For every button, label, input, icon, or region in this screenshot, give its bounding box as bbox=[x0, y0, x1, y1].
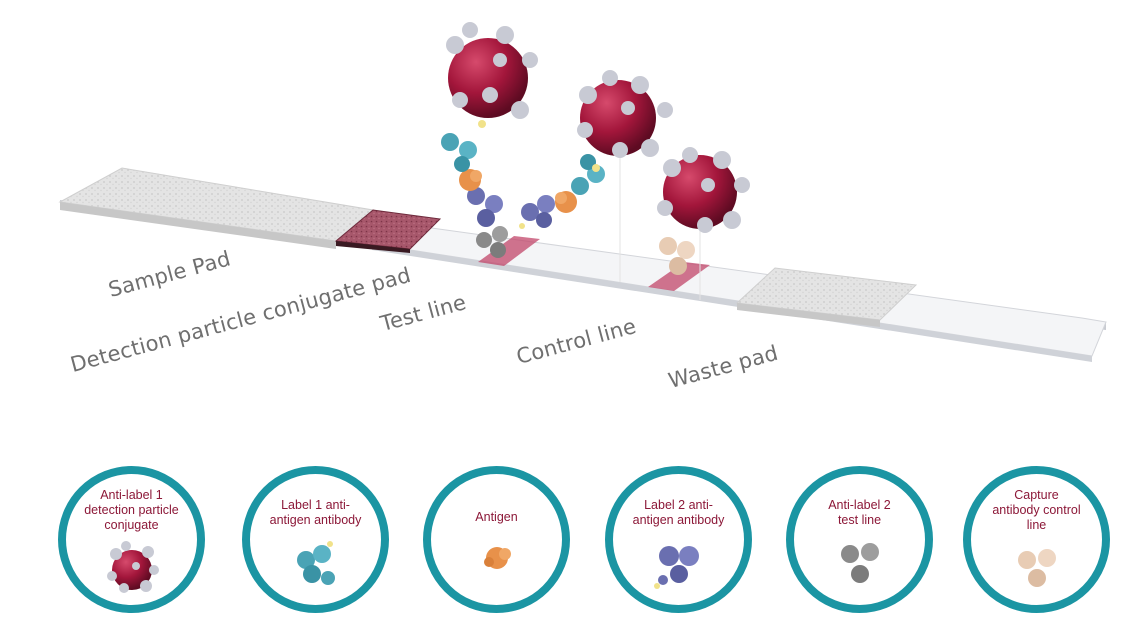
label1-antibody-icon bbox=[571, 154, 605, 195]
conjugate-pad bbox=[334, 209, 442, 253]
particle-antibodies-icon bbox=[657, 147, 750, 233]
legend-text-line: conjugate bbox=[104, 518, 159, 532]
legend-text-line: detection particle bbox=[84, 503, 179, 517]
particle-antibodies-icon bbox=[446, 22, 538, 119]
legend-label2-antibody: Label 2 anti- antigen antibody bbox=[605, 466, 752, 613]
detection-particle-icon bbox=[107, 541, 159, 593]
legend-label1-antibody: Label 1 anti- antigen antibody bbox=[242, 466, 389, 613]
test-line-band bbox=[478, 236, 540, 266]
label1-antibody-icon bbox=[441, 133, 477, 172]
complex-test-line-1 bbox=[441, 22, 538, 258]
legend-capture-antibody: Capture antibody control line bbox=[963, 466, 1110, 613]
legend-antilabel2-test-line: Anti-label 2 test line bbox=[786, 466, 933, 613]
legend-text-line: Anti-label 1 bbox=[100, 488, 163, 502]
capture-antibody-icon bbox=[659, 237, 695, 275]
legend-text-line: Capture bbox=[1014, 488, 1059, 502]
detection-particle-icon bbox=[663, 155, 737, 229]
antigen-icon bbox=[555, 191, 577, 213]
complex-control-line bbox=[657, 147, 750, 275]
legend-text-line: Antigen bbox=[475, 510, 518, 524]
legend-text-line: antigen antibody bbox=[269, 513, 362, 527]
legend-antigen: Antigen bbox=[423, 466, 570, 613]
legend-text-line: Anti-label 2 bbox=[828, 498, 891, 512]
antigen-icon bbox=[484, 547, 511, 569]
antilabel2-antibody-icon bbox=[841, 543, 879, 583]
particle-antibodies-icon bbox=[577, 70, 673, 158]
detection-particle-icon bbox=[580, 80, 656, 156]
legend-text-line: Label 2 anti- bbox=[644, 498, 713, 512]
complex-test-line-2 bbox=[519, 70, 673, 229]
legend-text-line: antibody control bbox=[992, 503, 1081, 517]
control-line-band bbox=[648, 262, 710, 291]
legend-text-line: antigen antibody bbox=[632, 513, 725, 527]
antigen-icon bbox=[459, 169, 482, 191]
legend-text-line: test line bbox=[837, 513, 882, 527]
sample-pad bbox=[58, 167, 375, 249]
legend-text-line: line bbox=[1026, 518, 1047, 532]
waste-pad bbox=[735, 267, 918, 327]
label1-antibody-icon bbox=[297, 541, 335, 585]
label2-antibody-icon bbox=[654, 546, 699, 589]
label2-antibody-icon bbox=[521, 195, 555, 228]
antilabel2-antibody-icon bbox=[476, 226, 508, 258]
capture-antibody-icon bbox=[1018, 549, 1056, 587]
legend-detection-particle: Anti-label 1 detection particle conjugat… bbox=[58, 466, 205, 613]
legend-text-line: Label 1 anti- bbox=[281, 498, 350, 512]
detection-particle-icon bbox=[448, 38, 528, 118]
label2-antibody-icon bbox=[467, 187, 503, 227]
